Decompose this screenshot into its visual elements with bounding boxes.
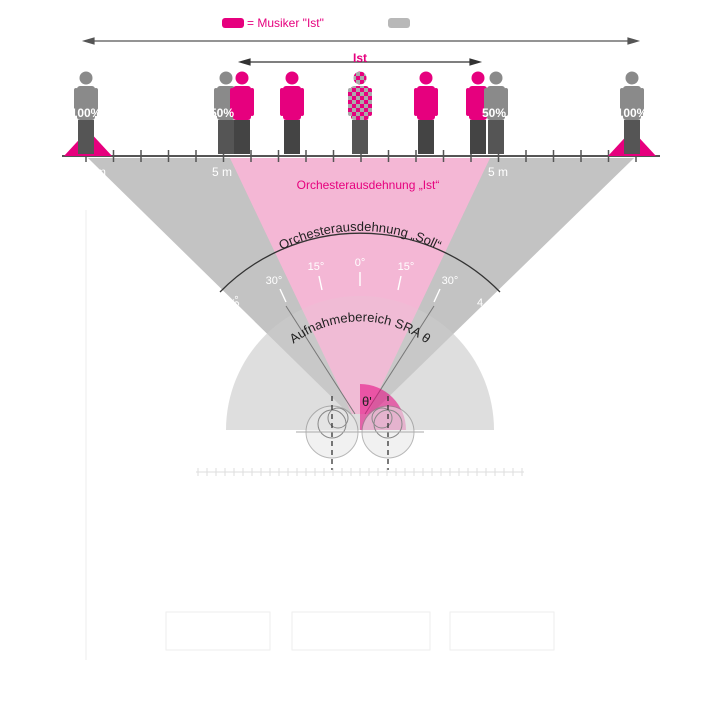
soll-span-arrow (81, 37, 641, 45)
angle-ticks (279, 272, 441, 303)
legend-soll-swatch (388, 18, 410, 28)
musician-pink-2 (280, 71, 304, 154)
ist-span-arrow (237, 58, 483, 66)
scale-label-right: 5 m (488, 165, 508, 179)
angle-label-15-right: 15° (398, 261, 415, 273)
sra-left-line (285, 305, 356, 415)
angle-label-0: 0° (355, 257, 366, 269)
faint-boxes (165, 611, 555, 651)
angle-label-30-right: 30° (442, 275, 459, 287)
angle-label-45-right: 4 (477, 297, 483, 309)
musician-pink-3 (414, 71, 438, 154)
percent-far-left: 100% (71, 106, 102, 120)
ist-span-label: Ist (353, 51, 367, 65)
angle-arc (219, 232, 501, 293)
percent-left-mid: 50% (210, 106, 234, 120)
theta-prime-label: θ' (362, 394, 372, 409)
musician-far-right (620, 71, 644, 154)
angle-label-30-left: 30° (266, 275, 283, 287)
scale-label-far-left: m (96, 165, 106, 179)
musician-right-pink (466, 71, 490, 154)
musician-left-pink (230, 71, 254, 154)
scale-label-left: 5 m (212, 165, 232, 179)
percent-far-right: 100% (617, 106, 648, 120)
musician-right-gray (484, 71, 508, 154)
musician-center-checkered (348, 71, 372, 154)
orchestra-ist-label: Orchesterausdehnung „Ist“ (297, 178, 440, 192)
bottom-ruler (196, 468, 524, 476)
legend-ist-label: = Musiker "Ist" (247, 16, 324, 30)
musician-far-left (74, 71, 98, 154)
percent-right-mid: 50% (482, 106, 506, 120)
legend-ist-swatch (222, 18, 244, 28)
legend: = Musiker "Ist" (222, 16, 410, 30)
angle-label-15-left: 15° (308, 261, 325, 273)
mic-axis-lines (331, 396, 389, 470)
musician-left-gray (214, 71, 238, 154)
